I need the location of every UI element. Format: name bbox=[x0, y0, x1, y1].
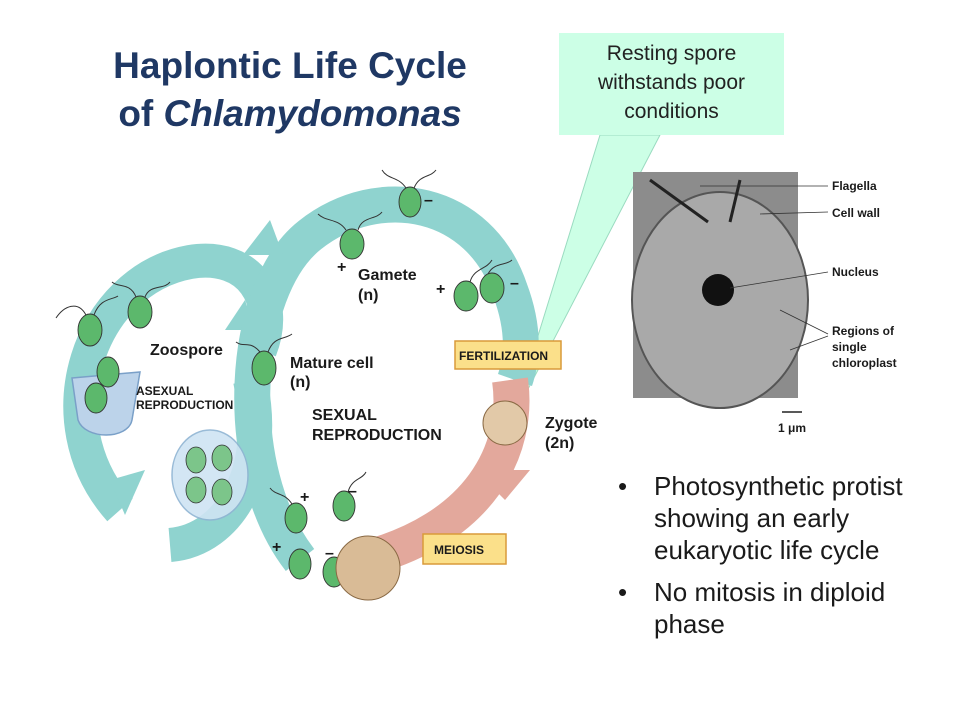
page-title: Haplontic Life Cycle of Chlamydomonas bbox=[60, 42, 520, 138]
resting-spore-callout: Resting spore withstands poor conditions bbox=[559, 33, 784, 135]
fertilization-label: FERTILIZATION bbox=[459, 349, 548, 363]
callout-line-2: withstands poor bbox=[597, 71, 746, 94]
meiosis-arrowhead bbox=[475, 470, 530, 500]
meiosis-label: MEIOSIS bbox=[434, 543, 484, 557]
sexual-cycle-arrow bbox=[234, 186, 539, 572]
mature-cell-label: Mature cell bbox=[290, 355, 374, 372]
micrograph-flagella bbox=[649, 178, 742, 224]
mature-cell-ploidy: (n) bbox=[290, 374, 310, 391]
zygote-large bbox=[335, 535, 401, 601]
plus-sign: + bbox=[337, 259, 346, 276]
zygote-ploidy: (2n) bbox=[545, 435, 574, 452]
asexual-label-1: ASEXUAL bbox=[136, 384, 193, 398]
sexual-label-2: REPRODUCTION bbox=[312, 427, 442, 444]
bullet-list: • Photosynthetic protist showing an earl… bbox=[614, 470, 944, 650]
bullet-text: No mitosis in diploid phase bbox=[654, 577, 886, 639]
asexual-arrowhead-lower bbox=[110, 470, 145, 515]
fertilization-box bbox=[454, 340, 562, 370]
sexual-arrowhead bbox=[243, 220, 283, 255]
zygote-label: Zygote bbox=[545, 415, 598, 432]
minus-sign: – bbox=[510, 275, 519, 292]
bullet-text: Photosynthetic protist showing an early … bbox=[654, 471, 903, 565]
minus-sign: – bbox=[325, 545, 334, 562]
cells bbox=[77, 186, 505, 588]
zoospore-label: Zoospore bbox=[150, 342, 223, 359]
minus-sign: – bbox=[424, 192, 433, 209]
micrograph-label-single: single bbox=[832, 340, 867, 354]
micrograph-label-flagella: Flagella bbox=[832, 179, 877, 193]
minus-sign: – bbox=[348, 483, 357, 500]
bullet-dot: • bbox=[618, 577, 628, 607]
plus-sign: + bbox=[272, 539, 281, 556]
micrograph-nucleus bbox=[702, 274, 734, 306]
callout-line-1: Resting spore bbox=[606, 42, 737, 65]
asexual-label-2: REPRODUCTION bbox=[136, 398, 233, 412]
gamete-label: Gamete bbox=[358, 267, 417, 284]
gamete-ploidy: (n) bbox=[358, 287, 378, 304]
title-line-2: of Chlamydomonas bbox=[118, 93, 462, 134]
zoospores-in-sporangium bbox=[185, 444, 233, 506]
sexual-label-1: SEXUAL bbox=[312, 407, 377, 424]
bullet-item: • No mitosis in diploid phase bbox=[614, 576, 944, 640]
micrograph-label-chloroplast: chloroplast bbox=[832, 356, 897, 370]
title-line-1: Haplontic Life Cycle bbox=[113, 45, 467, 86]
micrograph-leaders bbox=[700, 185, 829, 351]
micrograph-label-nucleus: Nucleus bbox=[832, 265, 879, 279]
scale-label: 1 μm bbox=[778, 421, 806, 435]
flagella bbox=[55, 169, 513, 505]
callout-line-3: conditions bbox=[624, 100, 719, 123]
zygote-small bbox=[482, 400, 528, 446]
meiosis-box bbox=[422, 533, 507, 565]
bullet-item: • Photosynthetic protist showing an earl… bbox=[614, 470, 944, 566]
micrograph-label-cell-wall: Cell wall bbox=[832, 206, 880, 220]
sporangium bbox=[171, 429, 249, 521]
plus-sign: + bbox=[300, 489, 309, 506]
micrograph-label-regions: Regions of bbox=[832, 324, 895, 338]
plus-sign: + bbox=[436, 281, 445, 298]
bullet-dot: • bbox=[618, 471, 628, 501]
